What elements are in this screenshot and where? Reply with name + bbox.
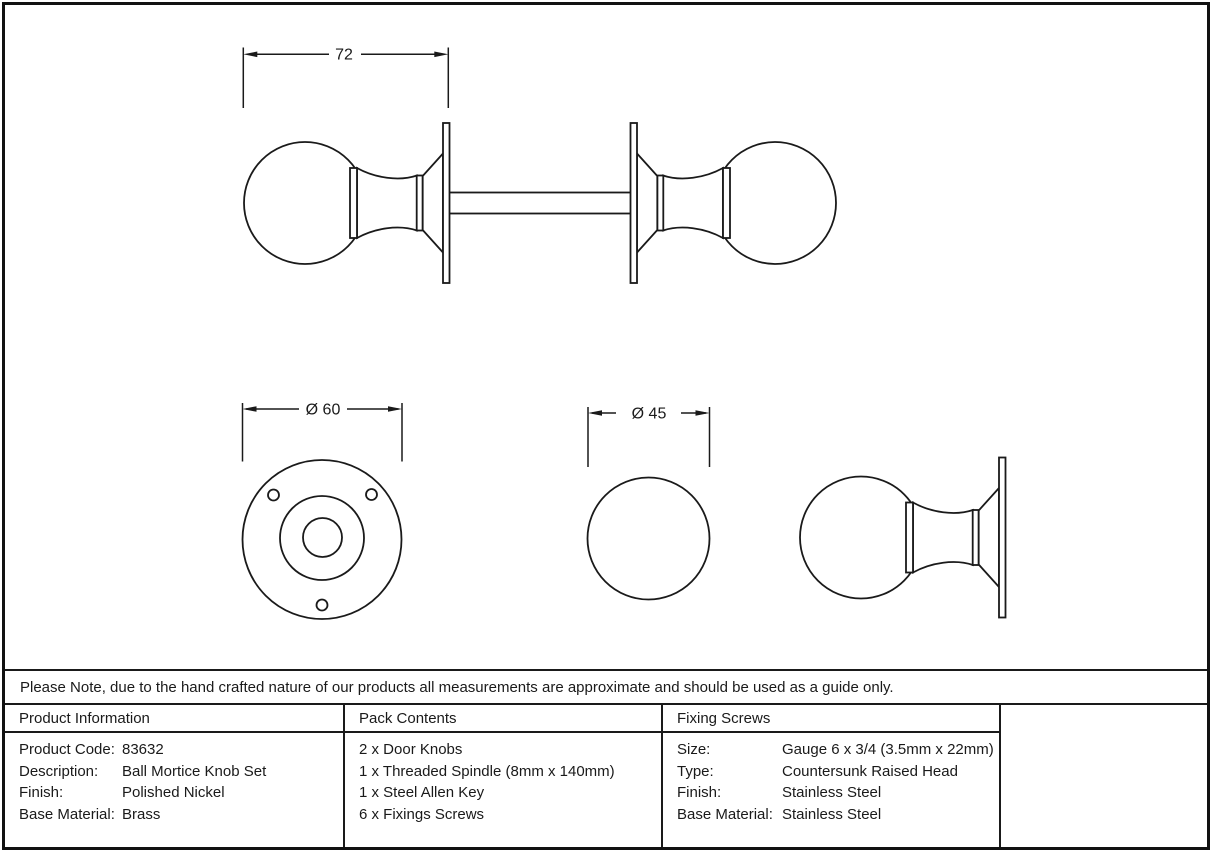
screw-hole: [365, 488, 378, 501]
row-label: Finish:: [19, 784, 64, 802]
left-knob: [243, 122, 451, 284]
knob-side-view: [799, 456, 1007, 619]
row-value: Stainless Steel: [782, 784, 882, 802]
empty-cell: [1001, 705, 1207, 847]
pack-contents-body: 2 x Door Knobs 1 x Threaded Spindle (8mm…: [345, 733, 661, 847]
table-row: Description: Ball Mortice Knob Set: [19, 761, 343, 783]
pack-contents-section: Pack Contents 2 x Door Knobs 1 x Threade…: [345, 705, 663, 847]
row-value: Brass: [122, 805, 161, 823]
row-value: Polished Nickel: [122, 784, 225, 802]
row-label: Type:: [677, 762, 714, 780]
info-columns: Product Information Product Code: 83632 …: [5, 705, 1207, 847]
rose-front-view: [241, 459, 403, 620]
right-knob: [629, 122, 837, 284]
row-value: Ball Mortice Knob Set: [122, 762, 267, 780]
knob-front-circle: [586, 476, 711, 601]
row-value: 83632: [122, 741, 164, 758]
row-label: Finish:: [677, 784, 722, 802]
note-text: Please Note, due to the hand crafted nat…: [20, 678, 894, 696]
dimension-knob-diameter-label: Ø 45: [632, 406, 667, 423]
list-item: 1 x Steel Allen Key: [359, 784, 485, 802]
pack-contents-title: Pack Contents: [359, 709, 457, 727]
pack-contents-header: Pack Contents: [345, 705, 661, 733]
screw-hole: [315, 598, 329, 612]
rose-spindle-hole: [302, 517, 343, 558]
dimension-72: 72: [242, 47, 450, 108]
fixing-screws-header: Fixing Screws: [663, 705, 999, 733]
fixing-screws-title: Fixing Screws: [677, 709, 771, 727]
product-information-header: Product Information: [5, 705, 343, 733]
table-row: Base Material: Brass: [19, 804, 343, 826]
table-row: Base Material: Stainless Steel: [677, 804, 999, 826]
table-row: Size: Gauge 6 x 3/4 (3.5mm x 22mm): [677, 739, 999, 761]
rose-outer-circle: [241, 459, 403, 620]
product-information-section: Product Information Product Code: 83632 …: [5, 705, 345, 847]
dimension-rose-diameter: Ø 60: [241, 402, 403, 462]
row-label: Description:: [19, 762, 99, 780]
row-value: Gauge 6 x 3/4 (3.5mm x 22mm): [782, 741, 994, 758]
row-value: Stainless Steel: [782, 805, 882, 823]
product-information-title: Product Information: [19, 709, 150, 727]
product-information-body: Product Code: 83632 Description: Ball Mo…: [5, 733, 343, 847]
table-row: Type: Countersunk Raised Head: [677, 761, 999, 783]
list-item: 1 x Threaded Spindle (8mm x 140mm): [359, 762, 615, 780]
dimension-72-label: 72: [335, 47, 353, 64]
list-item: 2 x Door Knobs: [359, 741, 463, 758]
knob-assembly-view: [243, 122, 837, 284]
fixing-screws-section: Fixing Screws Size: Gauge 6 x 3/4 (3.5mm…: [663, 705, 1001, 847]
dimension-knob-diameter: Ø 45: [587, 406, 711, 467]
rose-middle-circle: [279, 495, 365, 581]
spindle: [446, 191, 634, 215]
table-row: Finish: Polished Nickel: [19, 782, 343, 804]
table-row: Product Code: 83632: [19, 739, 343, 761]
table-row: Finish: Stainless Steel: [677, 782, 999, 804]
row-label: Base Material:: [19, 805, 115, 823]
note-row: Please Note, due to the hand crafted nat…: [5, 671, 1207, 705]
knob-front-view: [586, 476, 711, 601]
fixing-screws-body: Size: Gauge 6 x 3/4 (3.5mm x 22mm) Type:…: [663, 733, 999, 847]
row-label: Product Code:: [19, 741, 115, 758]
row-label: Base Material:: [677, 805, 773, 823]
dimension-rose-diameter-label: Ø 60: [306, 402, 341, 419]
row-label: Size:: [677, 741, 711, 758]
info-tables: Please Note, due to the hand crafted nat…: [5, 669, 1207, 847]
row-value: Countersunk Raised Head: [782, 762, 958, 780]
list-item: 6 x Fixings Screws: [359, 805, 485, 823]
screw-hole: [267, 488, 280, 502]
